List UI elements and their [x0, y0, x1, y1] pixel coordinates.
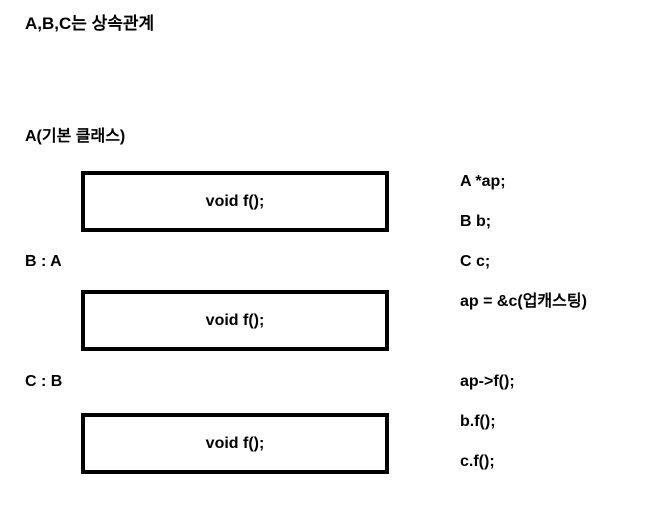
class-box-a: void f();: [81, 171, 389, 232]
class-box-c: void f();: [81, 413, 389, 474]
code-declaration-b: B b;: [460, 213, 492, 230]
code-declaration-upcast: ap = &c(업캐스팅): [460, 293, 587, 310]
class-b-method: void f();: [205, 311, 265, 329]
code-call-ap-f: ap->f();: [460, 373, 515, 390]
page-title: A,B,C는 상속관계: [25, 14, 155, 33]
code-declaration-ap: A *ap;: [460, 173, 506, 190]
class-label-a: A(기본 클래스): [25, 128, 126, 145]
class-box-b: void f();: [81, 290, 389, 351]
class-label-c: C : B: [25, 373, 63, 390]
code-declaration-c: C c;: [460, 253, 491, 270]
code-call-b-f: b.f();: [460, 413, 496, 430]
code-call-c-f: c.f();: [460, 453, 495, 470]
class-a-method: void f();: [205, 192, 265, 210]
class-label-b: B : A: [25, 253, 62, 270]
class-c-method: void f();: [205, 434, 265, 452]
